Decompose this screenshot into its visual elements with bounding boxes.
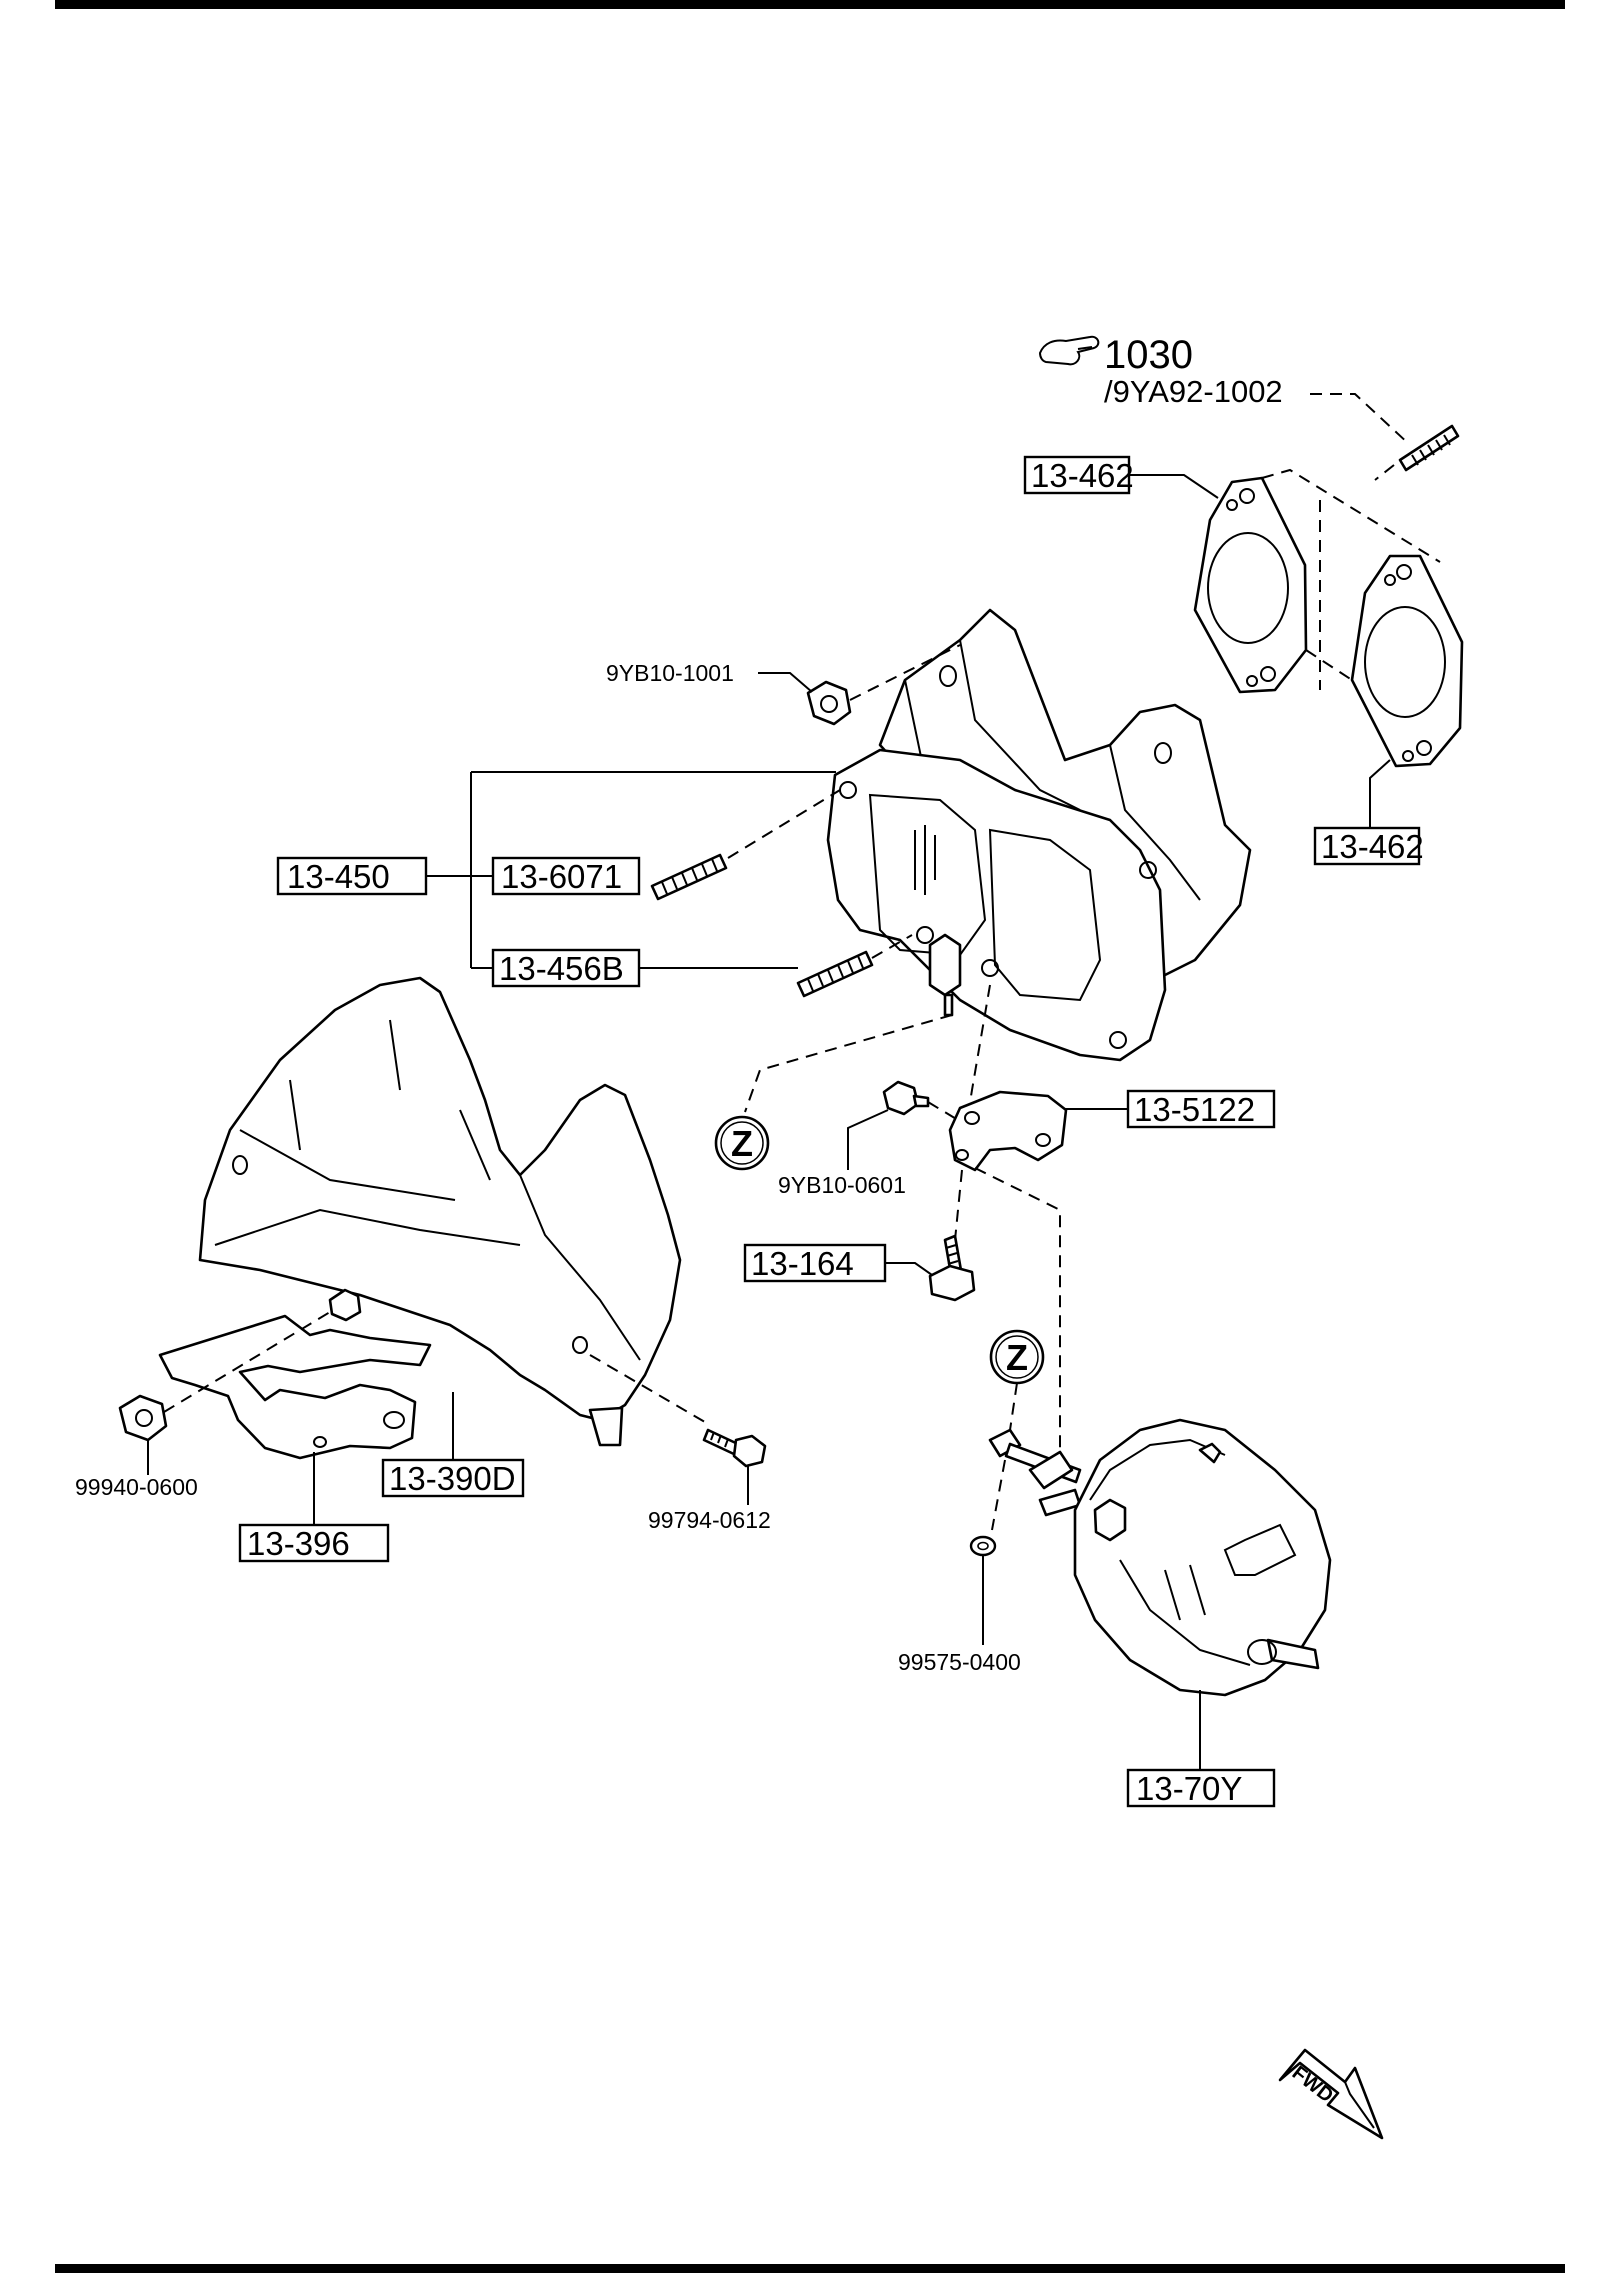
label-manifold: 13-450 <box>287 858 390 895</box>
svg-text:Z: Z <box>1006 1337 1028 1378</box>
forward-direction-arrow-icon: FWD <box>1278 2048 1384 2140</box>
subref-leader <box>1310 393 1411 446</box>
label-insulator-396: 13-396 <box>247 1525 350 1562</box>
label-bracket-5122: 13-5122 <box>1134 1091 1255 1128</box>
pointing-hand-icon <box>1038 335 1100 366</box>
label-bolt-164: 13-164 <box>751 1245 854 1282</box>
label-washer-99575-0400: 99575-0400 <box>898 1649 1021 1675</box>
bracket-13-5122 <box>948 1090 1068 1172</box>
label-box-bolt-164 <box>743 1243 887 1283</box>
label-nut-9yb10-0601: 9YB10-0601 <box>778 1172 906 1198</box>
exhaust-manifold <box>826 608 1252 1062</box>
top-rule <box>55 0 1565 9</box>
label-box-insulator-396 <box>238 1523 390 1563</box>
nut-99940-0600 <box>118 1394 168 1442</box>
reference-number: 1030 <box>1104 333 1193 377</box>
label-gasket-lower: 13-462 <box>1321 828 1424 865</box>
z-marker-lower: Z <box>989 1329 1045 1385</box>
z-marker-upper: Z <box>714 1115 770 1171</box>
reference-subref: /9YA92-1002 <box>1104 374 1283 409</box>
heat-insulator-13-390d <box>198 976 682 1447</box>
label-box-gasket-lower <box>1313 826 1421 866</box>
label-box-manifold <box>276 856 428 896</box>
label-box-bracket-5122 <box>1126 1089 1276 1129</box>
heat-insulator-13-396 <box>158 1288 432 1460</box>
bottom-rule <box>55 2264 1565 2273</box>
nut-9yb10-0601 <box>882 1080 930 1116</box>
label-stud-6071: 13-6071 <box>501 858 622 895</box>
label-insulator-390d: 13-390D <box>389 1460 516 1497</box>
stud-13-6071 <box>650 853 728 901</box>
bolt-13-164 <box>928 1234 976 1302</box>
washer-99575-0400 <box>969 1535 997 1557</box>
label-bolt-99794-0612: 99794-0612 <box>648 1507 771 1533</box>
actuator-13-70y <box>988 1418 1332 1697</box>
svg-text:Z: Z <box>731 1123 753 1164</box>
stud-13-456b <box>796 950 874 998</box>
label-stud-456b: 13-456B <box>499 950 624 987</box>
label-actuator-70y: 13-70Y <box>1136 1770 1242 1807</box>
gasket-upper <box>1193 476 1308 694</box>
bolt-99794-0612 <box>702 1428 767 1468</box>
label-nut-9yb10-1001: 9YB10-1001 <box>606 660 734 686</box>
label-nut-99940-0600: 99940-0600 <box>75 1474 198 1500</box>
stud-top-right <box>1398 424 1460 472</box>
label-gasket-upper: 13-462 <box>1031 457 1134 494</box>
label-box-insulator-390d <box>381 1458 525 1498</box>
label-box-gasket-upper <box>1023 455 1131 495</box>
label-box-stud-6071 <box>491 856 641 896</box>
gasket-lower <box>1350 554 1464 768</box>
nut-9yb10-1001 <box>806 680 852 726</box>
